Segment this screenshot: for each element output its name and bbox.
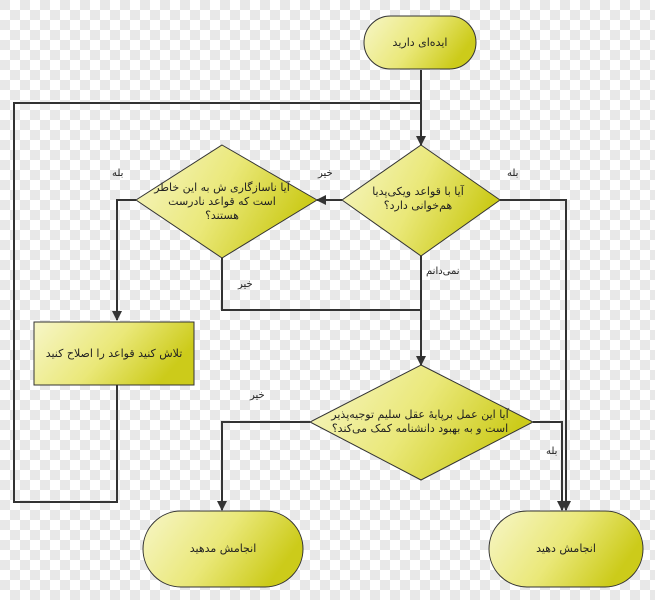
rules-decision xyxy=(341,144,501,257)
end-dont-label: انجامش مدهید xyxy=(189,542,257,555)
edge-action-yes-to-end xyxy=(533,421,567,511)
edge-conflict-no-to-action xyxy=(221,258,421,311)
action-decision xyxy=(308,364,535,481)
action-question: آیا این عمل برپایهٔ عقل سلیم توجیه‌پذیر … xyxy=(331,408,509,435)
edge-action-no-to-end xyxy=(217,421,310,511)
label-dont-know: نمی‌دانم xyxy=(426,266,460,277)
start-node xyxy=(363,15,477,70)
label-no-top: خیر xyxy=(318,168,333,179)
edge-conflict-yes-to-fix xyxy=(112,199,136,321)
end-dont-node xyxy=(142,510,304,588)
edge-rules-yes-to-end xyxy=(500,199,571,511)
conflict-question: آیا ناسازگاری ش به این خاطر است که قواعد… xyxy=(154,181,290,222)
label-yes-bottom: بله xyxy=(546,446,558,457)
label-no-bottom: خیر xyxy=(250,390,265,401)
label-yes-right: بله xyxy=(507,168,519,179)
end-do-label: انجامش دهید xyxy=(536,542,596,555)
label-no-mid: خیر xyxy=(238,279,253,290)
label-yes-left: بله xyxy=(112,168,124,179)
end-do-node xyxy=(488,510,644,588)
edge-loop-back xyxy=(13,102,421,503)
fix-rules-label: تلاش کنید قواعد را اصلاح کنید xyxy=(45,346,183,360)
rules-question: آیا با قواعد ویکی‌پدیا هم‌خوانی دارد؟ xyxy=(372,185,464,212)
fix-rules-box xyxy=(33,321,195,386)
start-label: ایده‌ای دارید xyxy=(392,35,448,49)
conflict-decision xyxy=(135,144,318,259)
